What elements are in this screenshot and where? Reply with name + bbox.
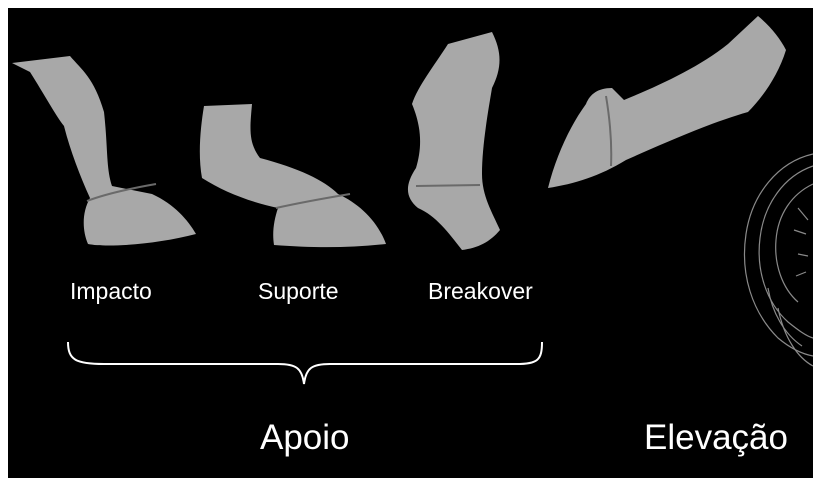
phase-label-impacto: Impacto: [70, 278, 152, 305]
gait-diagram: Impacto Suporte Breakover Apoio Elevação: [8, 8, 813, 478]
phase-label-breakover: Breakover: [428, 278, 533, 305]
hoof-impacto-shape: [12, 56, 196, 246]
group-label-apoio: Apoio: [260, 418, 350, 458]
hoof-breakover-coronet-line: [416, 185, 480, 186]
hoof-impacto-icon: [12, 56, 196, 246]
apoio-brace: [68, 342, 542, 384]
hoof-sole-sketch-icon: [744, 154, 813, 366]
group-label-elevacao: Elevação: [644, 418, 788, 458]
hoof-elevacao-icon: [548, 16, 786, 188]
hoof-elevacao-shape: [548, 16, 786, 188]
hoof-suporte-shape: [200, 104, 386, 247]
hoof-suporte-icon: [200, 104, 386, 247]
diagram-canvas: [8, 8, 813, 478]
hoof-breakover-shape: [408, 32, 500, 250]
phase-label-suporte: Suporte: [258, 278, 339, 305]
hoof-breakover-icon: [408, 32, 500, 250]
